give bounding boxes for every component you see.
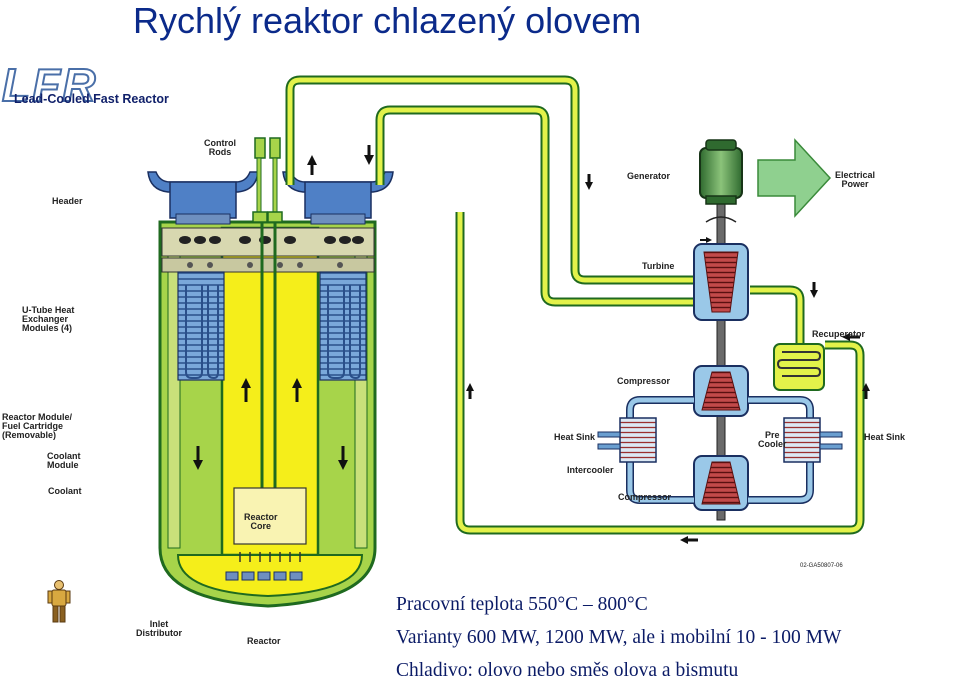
label-heat-sink-left: Heat Sink bbox=[554, 432, 596, 442]
reactor-vessel bbox=[147, 137, 394, 608]
label-reactor: Reactor bbox=[247, 636, 281, 646]
lfr-logo: LFR bbox=[1, 58, 98, 112]
label-recuperator: Recuperator bbox=[812, 329, 866, 339]
label-coolant: Coolant bbox=[48, 486, 82, 496]
label-intercooler: Intercooler bbox=[567, 465, 614, 475]
info-temperature: Pracovní teplota 550°C – 800°C bbox=[396, 594, 648, 615]
label-compressor-top: Compressor bbox=[617, 376, 671, 386]
piping-arrows bbox=[466, 174, 870, 544]
page-title: Rychlý reaktor chlazený olovem bbox=[133, 0, 642, 41]
worker-figure-icon bbox=[47, 580, 71, 623]
label-header: Header bbox=[52, 196, 83, 206]
coolant-piping bbox=[285, 75, 865, 535]
logo-subtitle: Lead-Cooled Fast Reactor bbox=[14, 92, 169, 106]
label-compressor-bottom: Compressor bbox=[618, 492, 672, 502]
label-reactor-core: Reactor Core bbox=[244, 512, 278, 531]
label-inlet-distributor: Inlet Distributor bbox=[136, 619, 182, 638]
label-pre-cooler: Pre Cooler bbox=[758, 430, 787, 449]
label-turbine: Turbine bbox=[642, 261, 675, 271]
label-electrical-power: Electrical Power bbox=[835, 170, 876, 189]
label-reactor-module: Reactor Module/ Fuel Cartridge (Removabl… bbox=[2, 412, 73, 440]
label-coolant-module: Coolant Module bbox=[47, 451, 81, 470]
info-variants: Varianty 600 MW, 1200 MW, ale i mobilní … bbox=[396, 627, 842, 648]
info-coolant: Chladivo: olovo nebo směs olova a bismut… bbox=[396, 660, 739, 681]
label-control-rods: Control Rods bbox=[204, 138, 236, 157]
power-conversion bbox=[597, 138, 843, 521]
label-figure-id: 02-GA50807-06 bbox=[800, 563, 843, 569]
label-generator: Generator bbox=[627, 171, 671, 181]
label-u-tube: U-Tube Heat Exchanger Modules (4) bbox=[22, 305, 75, 333]
label-heat-sink-right: Heat Sink bbox=[864, 432, 906, 442]
